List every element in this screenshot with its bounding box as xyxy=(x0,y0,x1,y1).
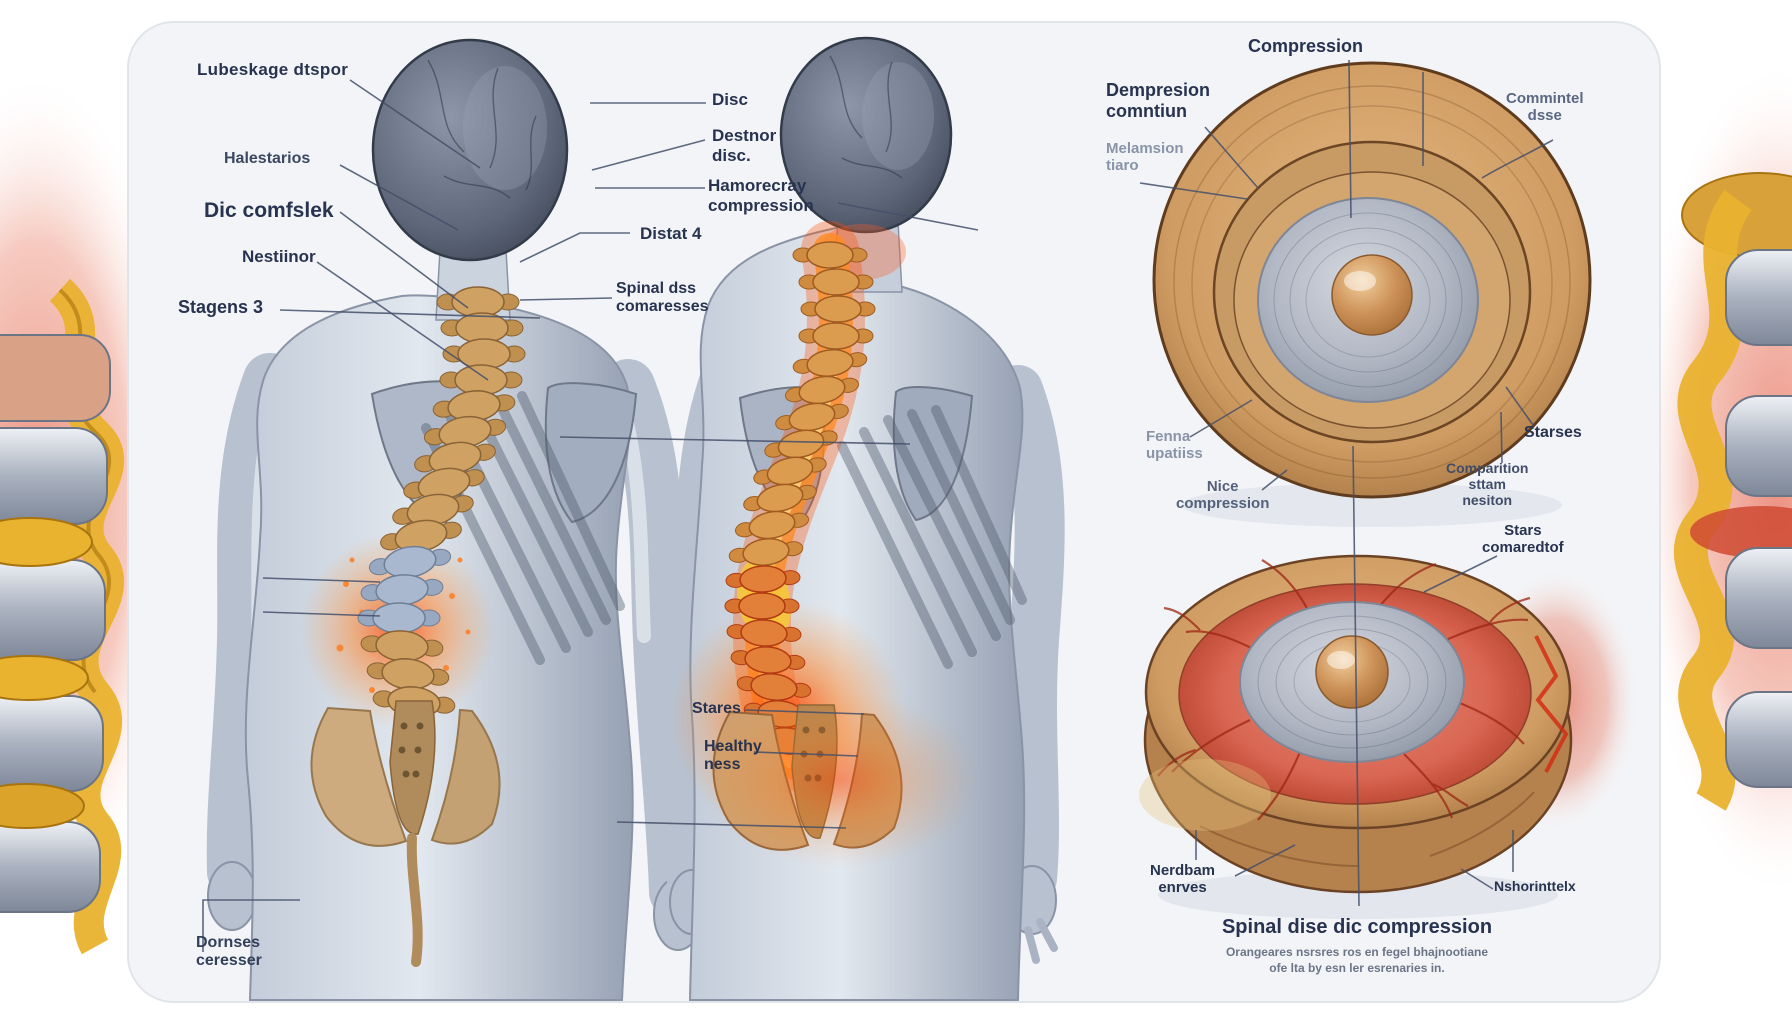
label-commintel-dsse: Commintel dsse xyxy=(1506,90,1584,125)
label-comparition-sttam-nesiton: Comparition sttam nesiton xyxy=(1446,460,1529,509)
label-nestiinor: Nestiinor xyxy=(242,247,316,266)
label-nerdbam-enrves: Nerdbam enrves xyxy=(1150,862,1216,897)
healthy-disc-cross-section xyxy=(1152,61,1592,527)
label-nshorinttelx: Nshorinttelx xyxy=(1494,878,1576,894)
label-disc: Disc xyxy=(712,90,748,109)
label-starses: Starses xyxy=(1524,424,1582,441)
crack-line xyxy=(1534,635,1569,773)
label-healthy-ness: Healthy ness xyxy=(704,738,762,774)
label-stars-comaredtof: Stars comaredtof xyxy=(1482,522,1564,557)
caption-subtitle: Orangeares nsrsres ros en fegel bhajnoot… xyxy=(1225,945,1489,976)
label-destnor-disc: Destnor disc. xyxy=(712,126,777,165)
caption-title: Spinal dise dic compression xyxy=(1221,916,1493,938)
label-compression: Compression xyxy=(1248,36,1364,56)
skeleton-middle-figure xyxy=(666,36,1065,1001)
leader-lines xyxy=(202,59,1554,952)
label-halestarios: Halestarios xyxy=(224,150,311,167)
label-lubeskage-dtspor: Lubeskage dtspor xyxy=(197,60,349,79)
label-fenna-upatiiss: Fenna upatiiss xyxy=(1146,428,1203,463)
label-stagens-3: Stagens 3 xyxy=(178,297,264,317)
right-edge-disc-strip xyxy=(1633,60,1792,900)
label-nice-compression: Nice compression xyxy=(1176,478,1270,513)
label-distat-4: Distat 4 xyxy=(640,224,702,243)
label-dempresion-comntiun: Dempresion comntiun xyxy=(1106,80,1211,121)
label-spinal-dss-comaresses: Spinal dss comaresses xyxy=(616,280,709,316)
compressed-disc-cross-section xyxy=(1139,554,1641,919)
nerve-veins xyxy=(1157,559,1531,821)
label-melamsion-tiaro: Melamsion tiaro xyxy=(1106,140,1184,175)
label-stares: Stares xyxy=(692,700,741,717)
label-dic-comfslek: Dic comfslek xyxy=(204,199,334,222)
label-dornses-ceresser: Dornses ceresser xyxy=(196,934,262,970)
label-hamorecray-compression: Hamorecray compression xyxy=(708,176,814,215)
